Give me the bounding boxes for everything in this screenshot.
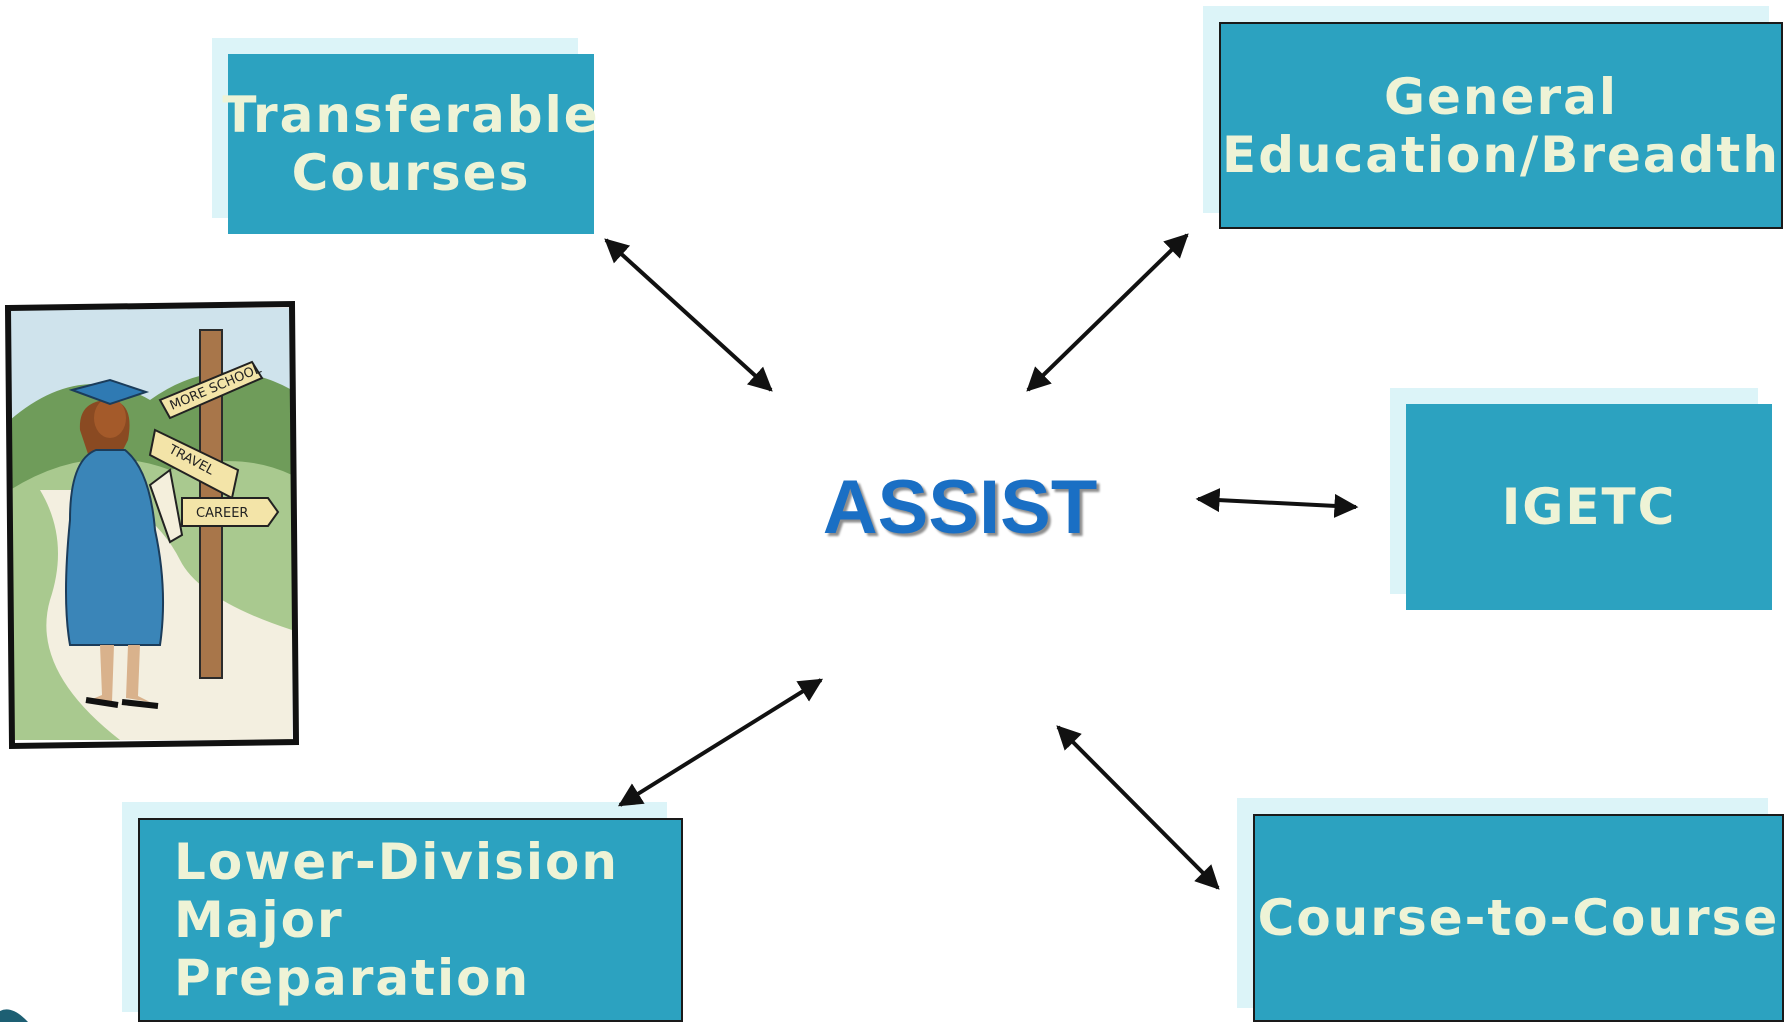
graduate-crossroads-illustration: MORE SCHOOL TRAVEL CAREER: [4, 300, 300, 750]
arrow-transferable: [604, 238, 773, 392]
lower-division-label: Lower-Division Major Preparation: [174, 833, 619, 1007]
sign-career-label: CAREER: [196, 506, 248, 521]
sign-career: CAREER: [181, 497, 280, 527]
igetc-box: IGETC: [1406, 404, 1772, 610]
transferable-courses-label: Transferable Courses: [222, 86, 600, 202]
lower-division-box: Lower-Division Major Preparation: [138, 818, 683, 1022]
arrow-course-to-course: [1056, 725, 1220, 890]
course-to-course-label: Course-to-Course: [1257, 889, 1780, 947]
arrow-general-ed: [1026, 233, 1189, 392]
transferable-courses-box: Transferable Courses: [222, 54, 598, 234]
graduate-figure-icon: [65, 378, 184, 709]
arrow-lower-division: [617, 678, 824, 807]
corner-accent: [0, 1009, 28, 1022]
general-education-label: General Education/Breadth: [1222, 67, 1780, 184]
assist-center-label: ASSIST: [822, 464, 1098, 550]
igetc-label: IGETC: [1501, 478, 1677, 536]
general-education-box: General Education/Breadth: [1219, 22, 1783, 229]
course-to-course-box: Course-to-Course: [1253, 814, 1784, 1022]
arrow-igetc: [1195, 488, 1359, 518]
